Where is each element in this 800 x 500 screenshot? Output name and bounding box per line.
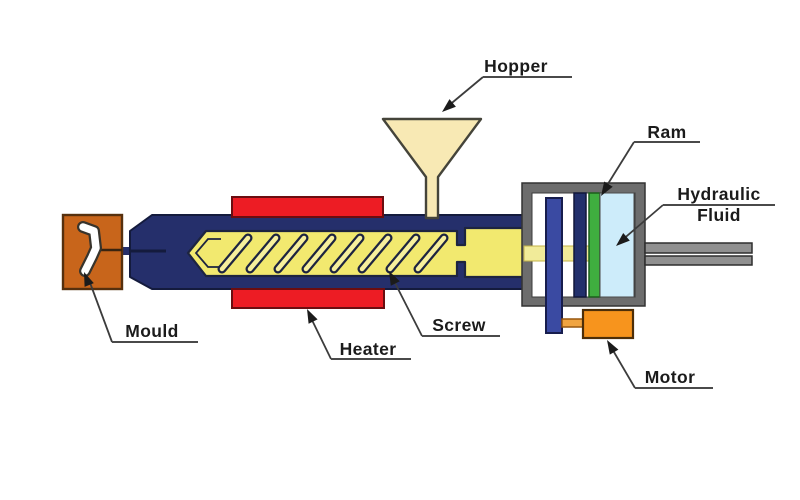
label-hydraulic-fluid: Hydraulic Fluid: [616, 184, 775, 246]
mould-leader-line: [88, 279, 113, 343]
mould-group: [61, 213, 124, 291]
hopper-leader-line: [446, 76, 484, 108]
flight: [217, 233, 253, 274]
ram-plate: [588, 192, 601, 298]
flight: [301, 233, 337, 274]
nozzle-tube: [120, 247, 136, 255]
hopper-funnel: [381, 117, 483, 220]
motor-coupling: [561, 318, 584, 328]
heater-label: Heater: [340, 339, 397, 359]
piston-rod-bottom: [644, 255, 753, 266]
flight: [273, 233, 309, 274]
flight: [413, 233, 449, 274]
ram-leader-line: [605, 141, 635, 188]
piston-rods: [644, 242, 753, 266]
heater-arrowhead: [307, 309, 318, 324]
mould-cavity: [79, 223, 100, 275]
motor-leader-line: [610, 346, 636, 389]
heater-band-bottom: [231, 288, 385, 309]
label-hopper: Hopper: [442, 56, 572, 112]
flight: [357, 233, 393, 274]
heater-leader-line: [310, 317, 332, 360]
heater-band-top: [231, 196, 384, 218]
screw-leader-line: [392, 278, 423, 337]
label-motor: Motor: [607, 340, 713, 389]
ram-arrowhead: [601, 181, 613, 196]
inner-band: [573, 192, 587, 298]
mould-label: Mould: [125, 321, 179, 341]
motor-group: [561, 308, 635, 340]
screw-tip-inner-line: [194, 238, 221, 268]
hopper-arrowhead: [442, 99, 456, 112]
screw-group: [186, 226, 526, 279]
drive-slider-bar: [545, 197, 563, 334]
hydraulic-fluid-arrowhead: [616, 233, 630, 246]
motor-body: [581, 308, 635, 340]
flight: [385, 233, 421, 274]
motor-label: Motor: [645, 367, 696, 387]
mould-arrowhead: [84, 272, 94, 287]
ram-label: Ram: [647, 122, 686, 142]
label-heater: Heater: [307, 309, 411, 360]
label-mould: Mould: [84, 272, 198, 343]
hydraulic-fluid-leader-line: [620, 204, 664, 242]
screw-flights: [217, 233, 449, 274]
hydraulic-fluid-label-line1: Hydraulic: [677, 184, 760, 204]
motor-arrowhead: [607, 340, 619, 355]
screw-arrowhead: [389, 271, 400, 286]
piston-rod-top: [644, 242, 753, 254]
hydraulic-fluid-label-line2: Fluid: [697, 205, 741, 225]
flight: [329, 233, 365, 274]
hopper-label: Hopper: [484, 56, 548, 76]
label-ram: Ram: [601, 122, 700, 196]
label-screw: Screw: [389, 271, 500, 337]
screw-label: Screw: [432, 315, 486, 335]
flight: [245, 233, 281, 274]
